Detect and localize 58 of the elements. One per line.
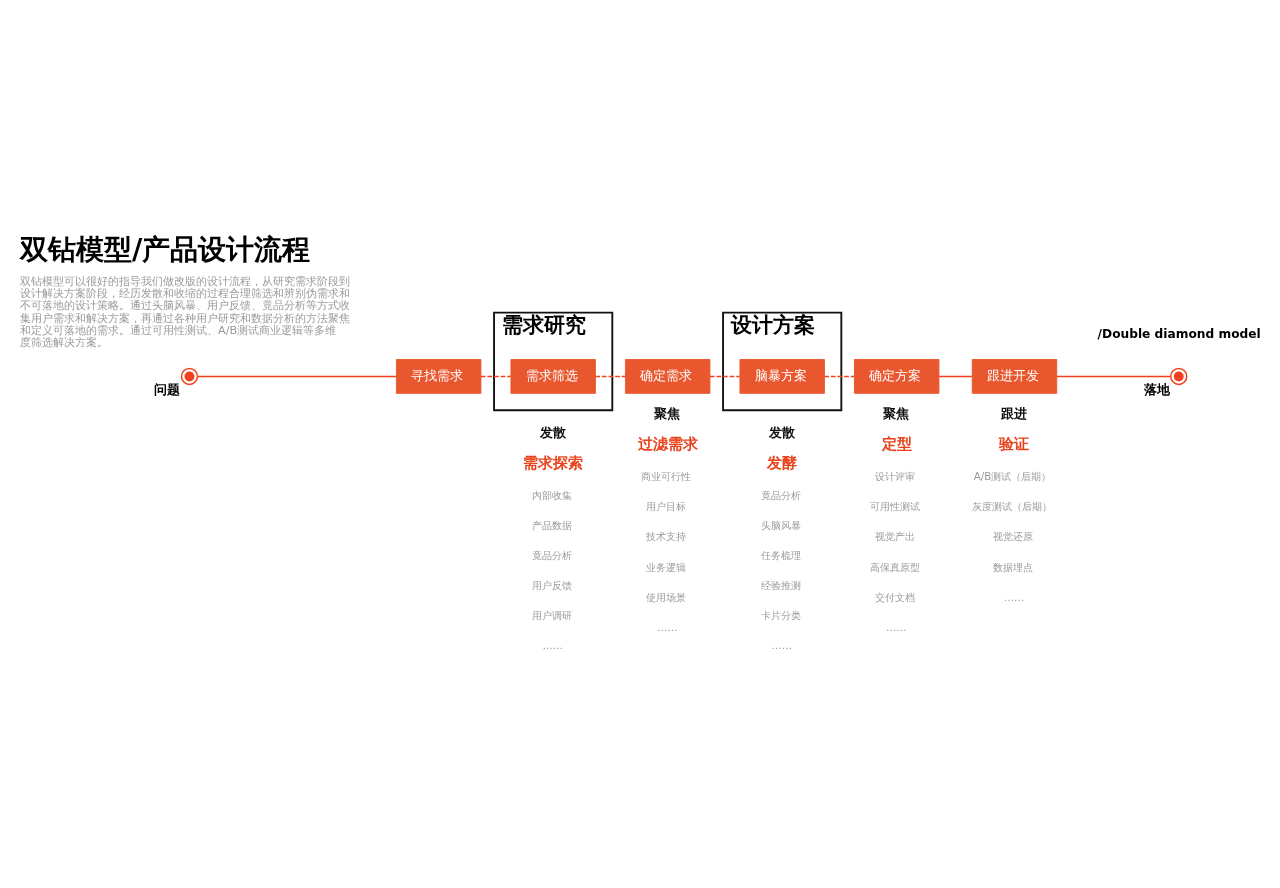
label: 视觉产出 xyxy=(875,530,916,543)
label: 设计评审 xyxy=(875,470,916,483)
connector xyxy=(938,375,973,378)
connector xyxy=(480,375,512,378)
connector xyxy=(594,375,626,378)
connector xyxy=(823,375,855,378)
label: 发散 xyxy=(768,425,795,441)
label: 数据埋点 xyxy=(992,560,1033,573)
label: 可用性测试 xyxy=(869,500,920,513)
label: 内部收集 xyxy=(531,489,572,502)
label: …… xyxy=(885,620,907,633)
label: 竟品分析 xyxy=(531,549,572,562)
label: 过滤需求 xyxy=(637,435,698,454)
node-box: 确定需求 xyxy=(625,359,711,394)
diagram-title: 双钻模型/产品设计流程 xyxy=(20,233,311,267)
label: 头脑风暴 xyxy=(760,519,801,532)
label: A/B测试（后期） xyxy=(973,470,1052,483)
node-box: 确定方案 xyxy=(854,359,940,394)
node-box: 需求筛选 xyxy=(510,359,596,394)
label: 视觉还原 xyxy=(992,530,1033,543)
node-label: 问题 xyxy=(154,381,181,397)
label: 使用场景 xyxy=(646,590,687,603)
label: 用户目标 xyxy=(646,500,687,513)
label: 需求探索 xyxy=(523,454,584,473)
label: 任务梳理 xyxy=(760,549,801,562)
label: 定型 xyxy=(881,435,912,454)
node-label: 落地 xyxy=(1143,381,1170,397)
node-box: 寻找需求 xyxy=(395,359,482,394)
label: 聚焦 xyxy=(883,406,910,422)
label: 卡片分类 xyxy=(760,609,801,622)
connector xyxy=(709,375,741,378)
label: 业务逻辑 xyxy=(646,560,687,573)
label: 用户调研 xyxy=(531,609,572,622)
label: 跟进 xyxy=(1000,406,1027,422)
label: 竟品分析 xyxy=(760,489,801,502)
label: 交付文档 xyxy=(875,590,916,603)
label: 高保真原型 xyxy=(869,560,920,573)
label: /Double diamond model xyxy=(1097,327,1261,342)
label: 双钻模型可以很好的指导我们做改版的设计流程，从研究需求阶段到设计解决方案阶段，经历发散和收缩的过程合理筛选和辨别伪需求和不可落地的设计策略。通过头脑风暴、用户反馈、竟品分析等方式收集用户需求和解决方案，再通过各种用户研究和数据分析的方法聚焦和定义可落地的需求。通过可用性测试、A/B测试商业逻辑等多维度筛选解决方案。 xyxy=(20,275,351,350)
connector xyxy=(1056,375,1172,378)
connector xyxy=(196,375,398,378)
label: …… xyxy=(656,620,678,633)
label: 聚焦 xyxy=(654,406,681,422)
node-box: 脑暴方案 xyxy=(739,359,825,394)
label: 验证 xyxy=(999,435,1030,454)
label: 用户反馈 xyxy=(531,579,572,592)
node-circle xyxy=(180,367,199,386)
label: …… xyxy=(542,639,564,652)
label: …… xyxy=(771,639,793,652)
label: 发酵 xyxy=(767,454,798,473)
label: 经验推测 xyxy=(760,579,801,592)
label: …… xyxy=(1003,590,1025,603)
label: 商业可行性 xyxy=(640,470,691,483)
label: 灰度测试（后期） xyxy=(971,500,1052,513)
label: 产品数据 xyxy=(531,519,572,532)
node-box: 跟进开发 xyxy=(971,359,1058,394)
label: 技术支持 xyxy=(646,530,687,543)
label: 发散 xyxy=(539,425,566,441)
